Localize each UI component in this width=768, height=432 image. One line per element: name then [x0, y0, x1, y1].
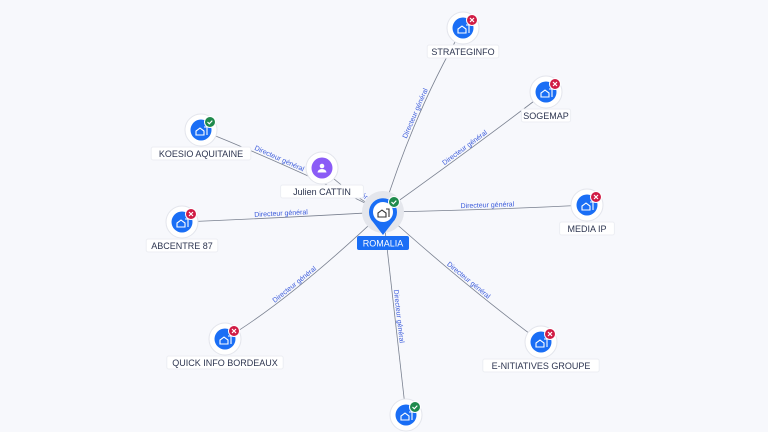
- edge-line: [382, 211, 542, 343]
- center-node-romalia[interactable]: ROMALIA: [357, 191, 409, 250]
- node-julien[interactable]: Julien CATTIN: [280, 151, 364, 199]
- closed-cross-icon: [185, 208, 197, 220]
- closed-cross-icon: [466, 14, 478, 26]
- edge-label: Directeur général: [445, 261, 491, 301]
- node-media-ip[interactable]: MEDIA IP: [559, 188, 615, 236]
- edge-line: [382, 91, 547, 213]
- node-e-nitiatives[interactable]: E-NITIATIVES GROUPE: [482, 325, 600, 373]
- edge-line: [382, 204, 588, 213]
- node-strateginfo[interactable]: STRATEGINFO: [426, 11, 500, 59]
- person-icon: [317, 163, 327, 173]
- node-sogemap[interactable]: SOGEMAP: [520, 75, 572, 123]
- closed-cross-icon: [549, 78, 561, 90]
- edge-label: Directeur général: [441, 129, 489, 167]
- edge-line: [224, 211, 384, 340]
- edge-label: Directeur général: [402, 87, 430, 139]
- closed-cross-icon: [228, 325, 240, 337]
- node-abcentre[interactable]: ABCENTRE 87: [145, 205, 219, 253]
- edge-label: Directeur général: [272, 265, 319, 304]
- node-quick-info[interactable]: QUICK INFO BORDEAUX: [166, 322, 284, 370]
- node-label: E-NITIATIVES GROUPE: [492, 361, 591, 371]
- node-label: MEDIA IP: [567, 224, 606, 234]
- closed-cross-icon: [544, 328, 556, 340]
- edge-line: [200, 129, 384, 213]
- edge-label: Directeur général: [253, 145, 305, 174]
- edge-label: Directeur général: [392, 289, 405, 344]
- edge-label: Directeur général: [254, 209, 308, 219]
- node-label: QUICK INFO BORDEAUX: [172, 358, 278, 368]
- node-label: ABCENTRE 87: [151, 241, 213, 251]
- building-icon: [377, 208, 390, 218]
- verified-check-icon: [409, 401, 421, 413]
- verified-check-icon: [204, 116, 216, 128]
- node-label: STRATEGINFO: [431, 47, 494, 57]
- node-bottom[interactable]: [389, 398, 423, 432]
- node-koesio[interactable]: KOESIO AQUITAINE: [150, 113, 252, 161]
- node-label: Julien CATTIN: [293, 187, 351, 197]
- closed-cross-icon: [590, 191, 602, 203]
- verified-check-icon: [388, 196, 400, 208]
- edge-label: Directeur général: [460, 201, 514, 210]
- edge-line: [181, 211, 384, 223]
- center-label: ROMALIA: [363, 239, 404, 249]
- node-label: KOESIO AQUITAINE: [159, 149, 243, 159]
- node-label: SOGEMAP: [523, 111, 569, 121]
